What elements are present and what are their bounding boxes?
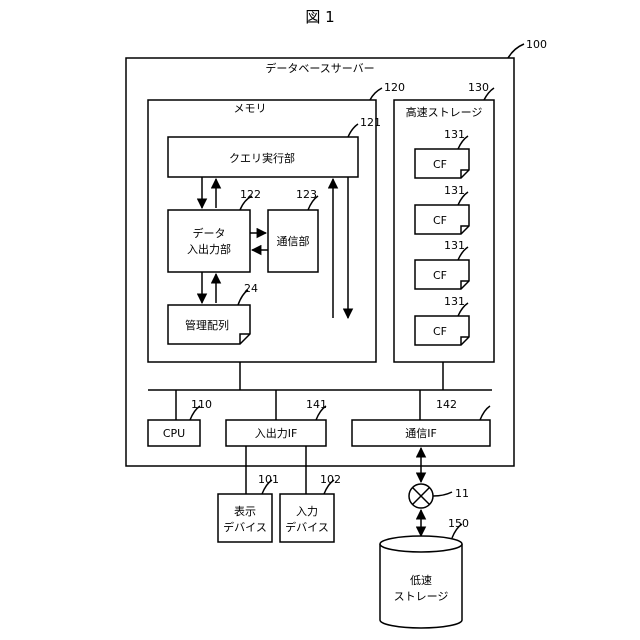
server-ref: 100 — [526, 38, 547, 51]
input-dev-line2: デバイス — [285, 520, 329, 534]
display-dev-ref: 101 — [258, 473, 279, 486]
comm-unit-ref: 123 — [296, 188, 317, 201]
slow-storage-ref: 150 — [448, 517, 469, 530]
memory-ref: 120 — [384, 81, 405, 94]
cpu-ref: 110 — [191, 398, 212, 411]
data-io-ref: 122 — [240, 188, 261, 201]
cf-label: CF — [433, 158, 447, 171]
cf-label: CF — [433, 325, 447, 338]
network-ref: 11 — [455, 487, 469, 500]
fast-storage-ref: 130 — [468, 81, 489, 94]
server-leader — [508, 44, 524, 58]
query-exec-label: クエリ実行部 — [229, 151, 295, 165]
slow-storage-line2: ストレージ — [394, 590, 449, 603]
cf-label: CF — [433, 214, 447, 227]
input-dev-line1: 入力 — [296, 505, 318, 518]
memory-label: メモリ — [234, 102, 267, 115]
cf-ref: 131 — [444, 239, 465, 252]
comm-if-ref: 142 — [436, 398, 457, 411]
io-if-ref: 141 — [306, 398, 327, 411]
data-io-box — [168, 210, 250, 272]
io-if-label: 入出力IF — [255, 426, 298, 440]
mgmt-array-label: 管理配列 — [185, 318, 229, 332]
cf-ref: 131 — [444, 128, 465, 141]
cf-ref: 131 — [444, 295, 465, 308]
figure-title: 図 1 — [305, 8, 334, 26]
input-dev-box — [280, 494, 334, 542]
slow-storage-line1: 低速 — [410, 574, 432, 587]
network-leader — [433, 492, 452, 496]
cf-label: CF — [433, 269, 447, 282]
display-dev-line1: 表示 — [234, 504, 256, 518]
cpu-label: CPU — [163, 427, 185, 440]
mgmt-array-ref: 24 — [244, 282, 258, 295]
data-io-label-line1: データ — [193, 226, 226, 240]
display-dev-box — [218, 494, 272, 542]
cf-ref: 131 — [444, 184, 465, 197]
display-dev-line2: デバイス — [223, 520, 267, 534]
server-label: データベースサーバー — [265, 61, 374, 75]
comm-unit-label: 通信部 — [277, 234, 310, 248]
data-io-label-line2: 入出力部 — [187, 242, 231, 256]
fast-storage-label: 高速ストレージ — [406, 105, 483, 119]
query-exec-ref: 121 — [360, 116, 381, 129]
input-dev-ref: 102 — [320, 473, 341, 486]
slow-storage-top — [380, 536, 462, 552]
comm-if-label: 通信IF — [405, 427, 437, 440]
